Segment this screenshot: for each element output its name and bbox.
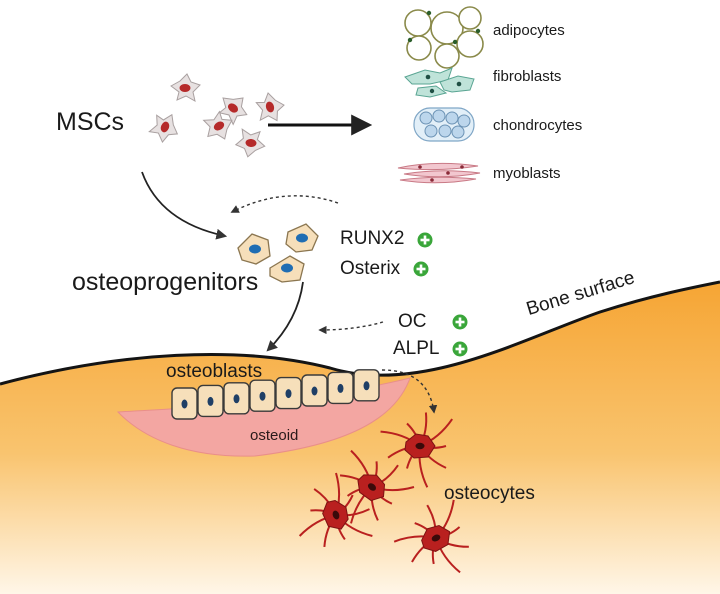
msc-cell (255, 92, 285, 122)
osteoblast-cell (249, 379, 276, 412)
marker-osterix: Osterix (340, 258, 401, 279)
msc-cell (202, 110, 233, 140)
osteoid-label: osteoid (250, 427, 299, 444)
osteoblast-cell (301, 374, 328, 407)
osteocyte-cells (298, 412, 469, 574)
runx2-osterix-dashed-arrow (230, 195, 339, 213)
adipocytes-icon (404, 6, 484, 69)
osteoprogenitor-cells (237, 223, 319, 283)
msc-cell (148, 113, 179, 144)
osteoblast-cell (353, 369, 380, 402)
msc-cell (170, 73, 201, 102)
fate-label-chondrocytes: chondrocytes (493, 117, 583, 134)
osteoprogenitors-label: osteoprogenitors (72, 268, 259, 296)
progenitor-to-osteoblast-arrow (266, 281, 304, 352)
osteoblast-cell (171, 387, 198, 420)
runx2-plus-icon (417, 232, 433, 248)
osteoblast-to-osteocyte-arrow (381, 369, 438, 414)
mscs-label: MSCs (56, 108, 125, 136)
osteocytes-label: osteocytes (444, 483, 535, 504)
msc-cell (218, 97, 248, 126)
osteocyte-cell (393, 499, 469, 574)
fibroblasts-icon (404, 67, 475, 98)
osterix-plus-icon (413, 261, 429, 277)
myoblasts-icon (397, 162, 481, 184)
msc-to-progenitor-arrow (141, 171, 228, 240)
fate-label-fibroblasts: fibroblasts (493, 68, 562, 85)
msc-cell (234, 128, 266, 158)
osteocyte-cell (339, 449, 415, 524)
bone-surface-line (0, 280, 720, 386)
marker-runx2: RUNX2 (340, 228, 405, 249)
oc-alpl-dashed-arrow (318, 321, 384, 335)
osteoblast-cell (223, 382, 250, 415)
osteoblast-row (171, 369, 380, 420)
osteoblasts-label: osteoblasts (166, 361, 263, 382)
bone-region (0, 282, 720, 594)
chondrocytes-icon (413, 107, 475, 142)
marker-alpl: ALPL (393, 338, 440, 359)
marker-oc: OC (398, 311, 427, 332)
osteoblast-cell (197, 384, 224, 418)
osteocyte-cell (298, 472, 373, 548)
msc-cells (148, 73, 285, 158)
osteoblast-cell (327, 371, 354, 405)
fate-label-adipocytes: adipocytes (493, 22, 565, 39)
alpl-plus-icon (452, 341, 468, 357)
fate-label-myoblasts: myoblasts (493, 165, 561, 182)
osteoblast-cell (275, 376, 302, 410)
osteocyte-cell (380, 412, 454, 488)
oc-plus-icon (452, 314, 468, 330)
